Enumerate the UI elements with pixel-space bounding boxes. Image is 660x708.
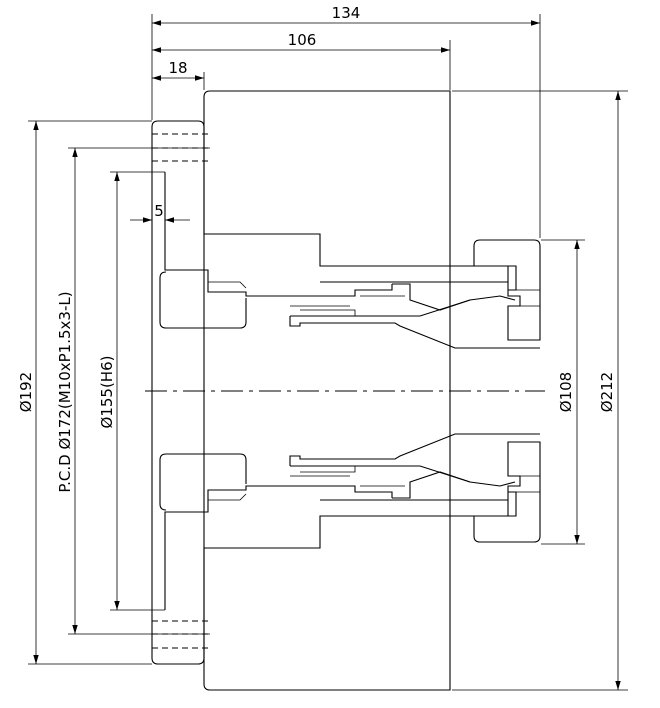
dim-pcd-label: P.C.D Ø172(M10xP1.5x3-L) — [56, 291, 74, 492]
dim-212-label: Ø212 — [598, 372, 616, 412]
dim-134: 134 — [151, 4, 541, 238]
dim-108-label: Ø108 — [557, 372, 575, 412]
dim-18: 18 — [152, 59, 205, 90]
dim-192: Ø192 — [17, 120, 152, 665]
dim-5: 5 — [130, 200, 190, 230]
housing-body — [151, 90, 509, 691]
dim-134-label: 134 — [332, 4, 361, 22]
internal-lower — [159, 433, 541, 610]
dim-106-label: 106 — [288, 31, 317, 49]
dim-18-label: 18 — [168, 59, 187, 77]
dim-212: Ø212 — [452, 90, 628, 691]
dim-106: 106 — [152, 31, 451, 90]
dim-155: Ø155(H6) — [98, 171, 165, 611]
dim-pcd: P.C.D Ø172(M10xP1.5x3-L) — [56, 147, 210, 635]
dim-5-label: 5 — [154, 202, 164, 220]
dim-155-label: Ø155(H6) — [98, 356, 116, 429]
dim-108: Ø108 — [541, 239, 585, 545]
dim-192-label: Ø192 — [17, 372, 35, 412]
internal-upper — [159, 172, 541, 349]
bolt-hole-bottom — [152, 620, 210, 649]
bolt-hole-top — [152, 133, 210, 162]
